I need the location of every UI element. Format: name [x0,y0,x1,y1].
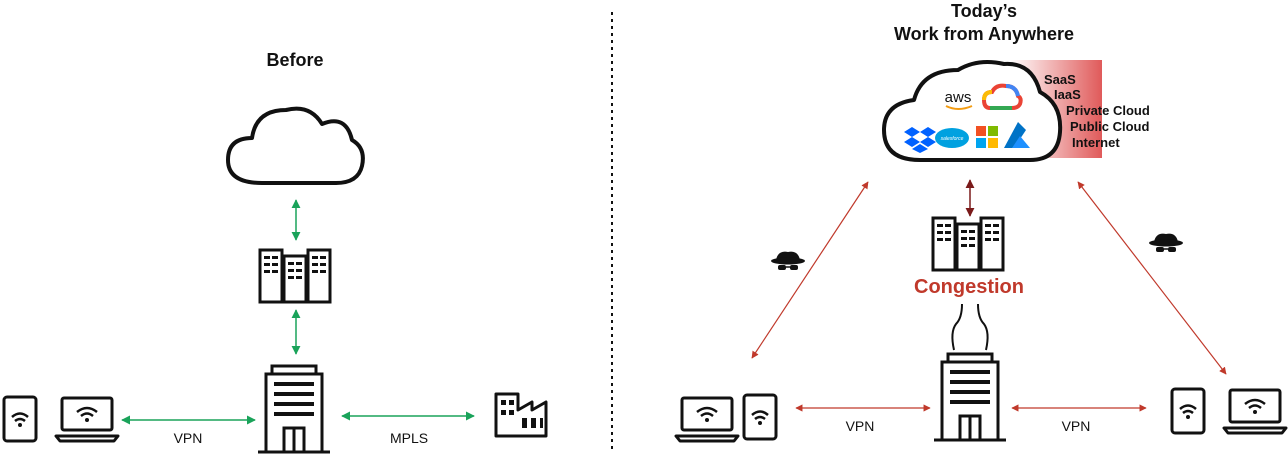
dropbox-logo-icon [904,127,936,153]
laptop-wifi-icon [1222,388,1288,435]
laptop-wifi-icon [674,396,740,443]
vpn-label-today-right: VPN [1062,418,1091,434]
cloud-icon [226,106,365,185]
vpn-label-before: VPN [174,430,203,446]
hacker-spy-icon [770,250,806,271]
tablet-wifi-icon [742,393,778,441]
vpn-label-today-left: VPN [846,418,875,434]
service-internet: Internet [1072,135,1120,150]
today-title-line2: Work from Anywhere [894,24,1074,44]
office-building-icon [256,364,332,454]
congestion-pipe-icon [951,303,989,351]
salesforce-logo-icon: salesforce [935,128,969,148]
aws-smile-icon [945,105,973,110]
microsoft-logo-icon [976,126,998,148]
factory-branch-icon [494,392,548,438]
laptop-wifi-icon [54,396,120,443]
svg-text:salesforce: salesforce [941,136,964,142]
azure-logo-icon [1004,122,1030,148]
tablet-wifi-icon [2,395,38,443]
service-iaas: IaaS [1054,87,1081,102]
before-title: Before [266,50,323,70]
cloud-left-devices-link [751,181,869,359]
tablet-wifi-icon [1170,387,1206,435]
hacker-spy-icon [1148,232,1184,253]
aws-logo-icon: aws [945,89,972,106]
server-rack-icon [931,216,1005,272]
service-public-cloud: Public Cloud [1070,119,1150,134]
mpls-label: MPLS [390,430,428,446]
today-title-line1: Today’s [951,1,1017,21]
service-saas: SaaS [1044,72,1076,87]
service-private-cloud: Private Cloud [1066,103,1150,118]
server-rack-icon [258,248,332,304]
office-building-icon [932,352,1008,442]
cloud-right-devices-link [1077,181,1227,375]
google-cloud-logo-icon [981,83,1023,110]
congestion-label: Congestion [914,276,1024,298]
